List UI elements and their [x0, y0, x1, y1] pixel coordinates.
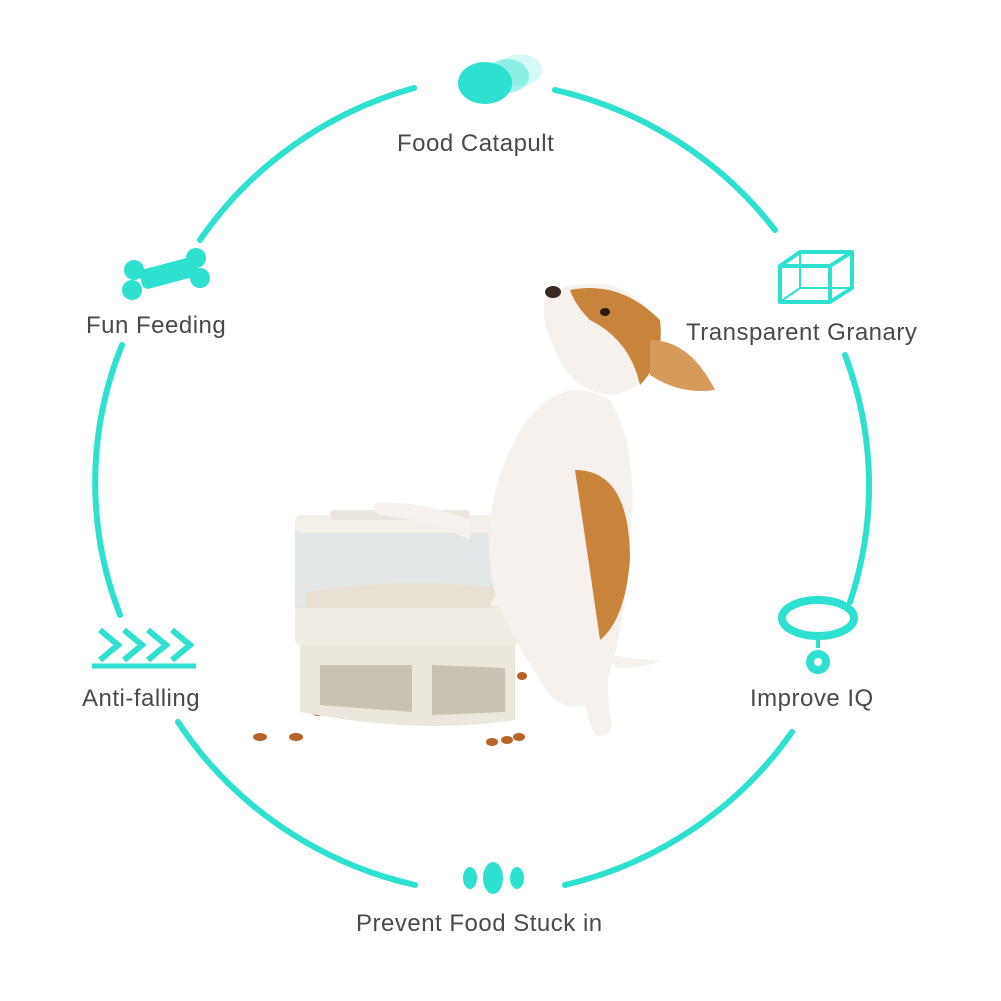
chevrons-icon: [92, 627, 196, 669]
label-transparent-granary: Transparent Granary: [686, 319, 918, 346]
collar-icon: [778, 596, 858, 674]
kibble-dots-icon: [463, 862, 524, 894]
ring-arc-left: [92, 342, 125, 618]
label-anti-falling: Anti-falling: [82, 685, 201, 712]
product-photo: [253, 284, 715, 746]
ring-arc-bottom-left: [175, 719, 418, 888]
ring-arc-bottom-right: [562, 729, 795, 888]
feature-ring: [92, 85, 872, 888]
ring-arc-top-left: [197, 85, 417, 243]
cube-icon: [778, 250, 854, 304]
ring-arc-right: [842, 352, 872, 605]
ring-arc-top-right: [552, 87, 778, 233]
label-prevent-food-stuck: Prevent Food Stuck in: [356, 910, 603, 937]
label-food-catapult: Food Catapult: [397, 130, 555, 157]
label-improve-iq: Improve IQ: [750, 685, 874, 712]
label-fun-feeding: Fun Feeding: [86, 312, 227, 339]
bone-icon: [122, 248, 210, 300]
flying-kibble-icon: [458, 54, 542, 104]
